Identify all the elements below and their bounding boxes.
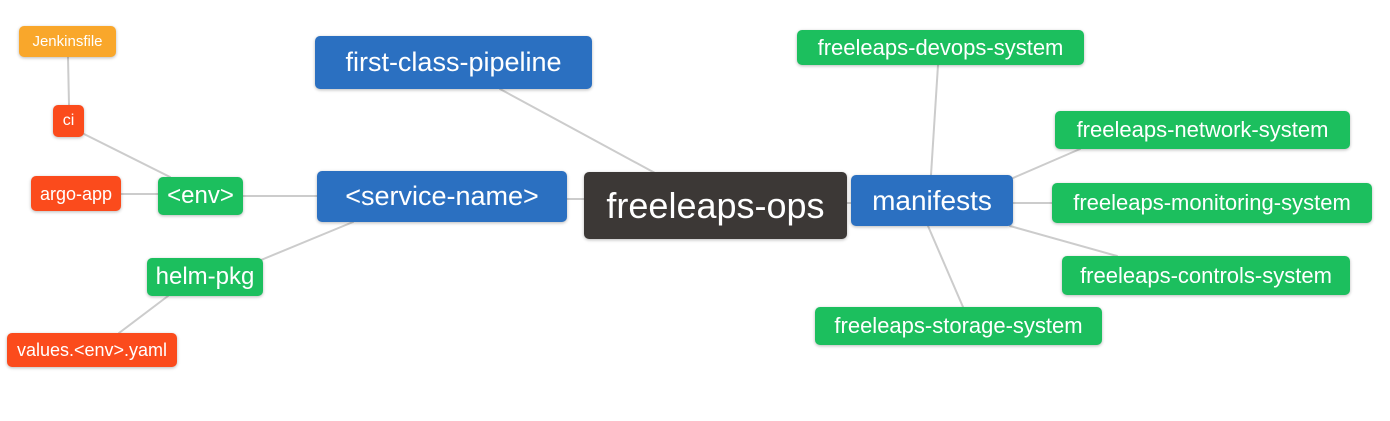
- node-freeleaps-ops[interactable]: freeleaps-ops: [584, 172, 847, 239]
- edge-manifests-freeleaps-devops-system: [930, 64, 939, 176]
- node-manifests[interactable]: manifests: [851, 175, 1013, 226]
- edge-ci-env: [81, 132, 171, 178]
- edge-manifests-freeleaps-network-system: [1012, 148, 1081, 179]
- node-freeleaps-monitoring-system[interactable]: freeleaps-monitoring-system: [1052, 183, 1372, 223]
- edge-service-name-helm-pkg: [260, 221, 354, 261]
- node-jenkinsfile[interactable]: Jenkinsfile: [19, 26, 116, 57]
- node-service-name[interactable]: <service-name>: [317, 171, 567, 222]
- node-helm-pkg[interactable]: helm-pkg: [147, 258, 263, 296]
- node-freeleaps-devops-system[interactable]: freeleaps-devops-system: [797, 30, 1084, 65]
- edge-jenkinsfile-ci: [67, 56, 70, 106]
- edge-manifests-freeleaps-storage-system: [927, 225, 964, 308]
- edge-helm-pkg-values-env-yaml: [118, 295, 169, 334]
- node-ci[interactable]: ci: [53, 105, 84, 137]
- node-env[interactable]: <env>: [158, 177, 243, 215]
- node-argo-app[interactable]: argo-app: [31, 176, 121, 211]
- node-freeleaps-network-system[interactable]: freeleaps-network-system: [1055, 111, 1350, 149]
- edge-first-class-pipeline-freeleaps-ops: [499, 88, 656, 174]
- node-values-env-yaml[interactable]: values.<env>.yaml: [7, 333, 177, 367]
- edge-manifests-freeleaps-controls-system: [1009, 225, 1118, 257]
- node-freeleaps-controls-system[interactable]: freeleaps-controls-system: [1062, 256, 1350, 295]
- node-first-class-pipeline[interactable]: first-class-pipeline: [315, 36, 592, 89]
- node-freeleaps-storage-system[interactable]: freeleaps-storage-system: [815, 307, 1102, 345]
